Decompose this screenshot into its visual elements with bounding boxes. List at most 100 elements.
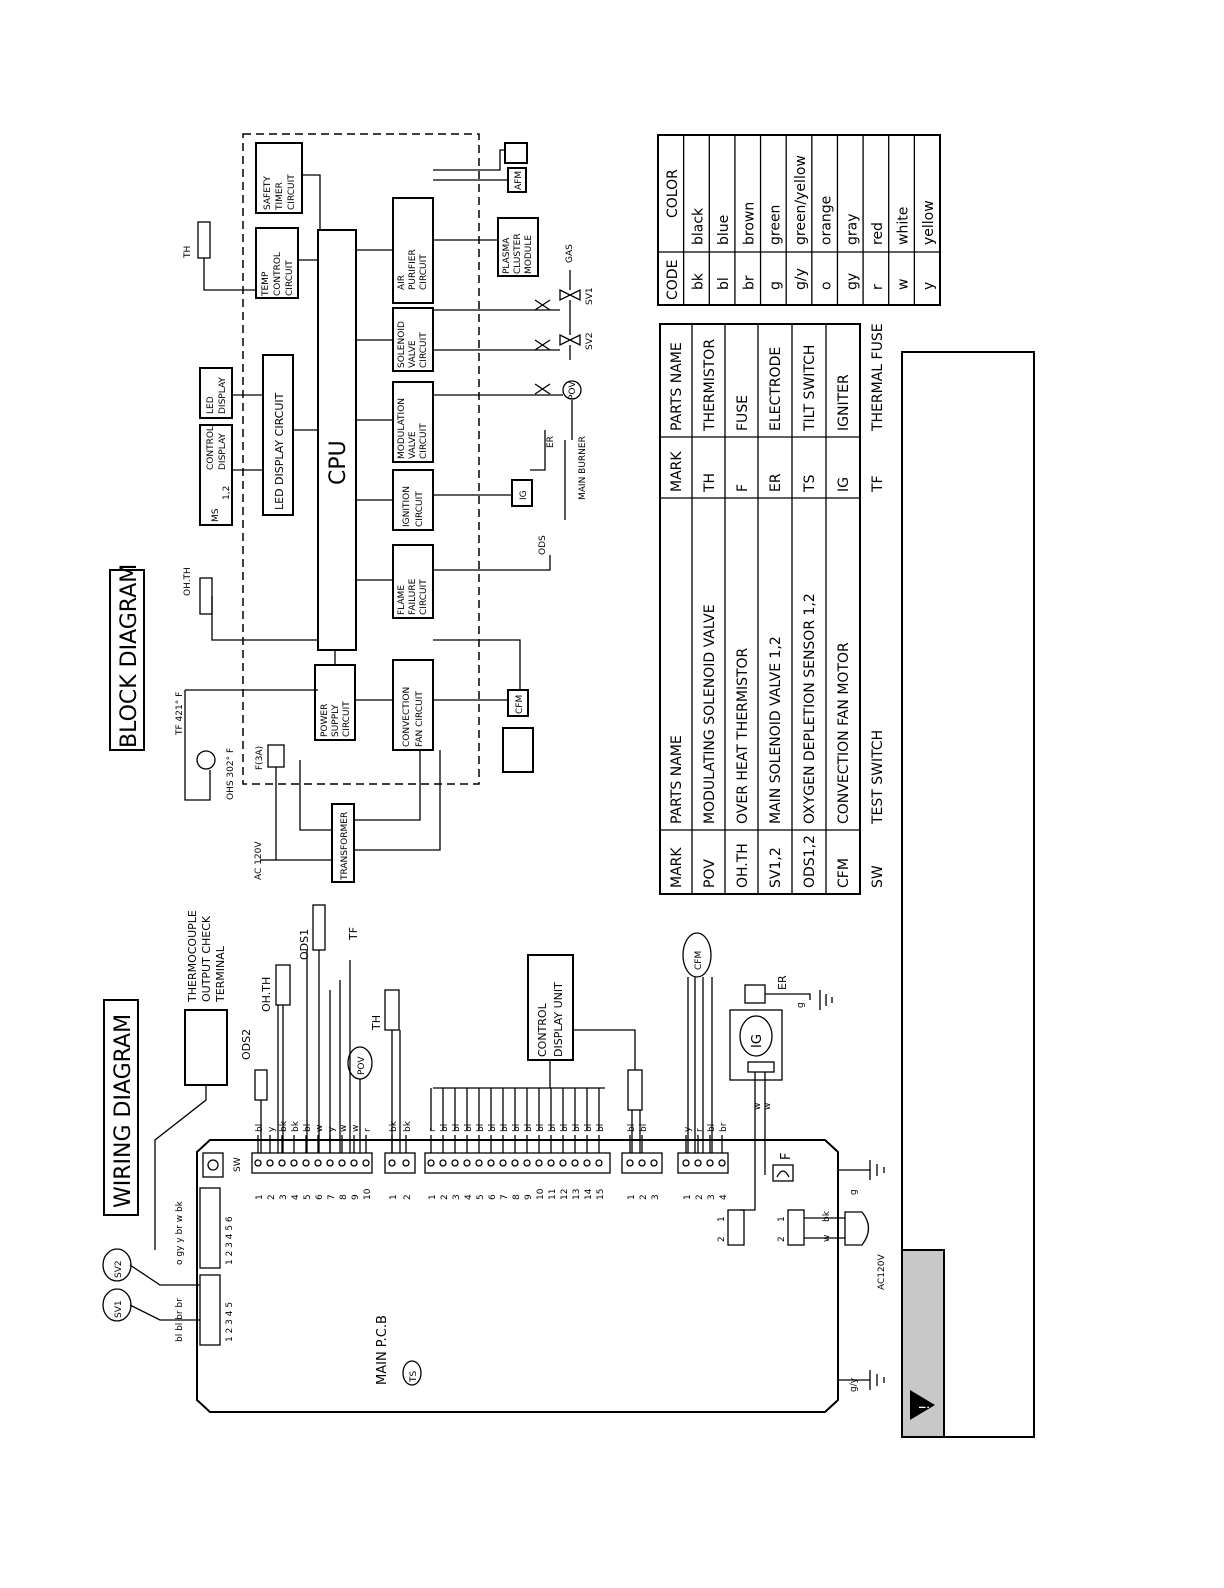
conn-e-wire-4: br	[719, 1122, 729, 1132]
ground-bottom-icon	[838, 1370, 885, 1390]
ignition-block	[392, 469, 434, 531]
parts-cell-2-3: ELECTRODE	[768, 347, 784, 431]
conn-c-pin-9: 9	[524, 1194, 534, 1200]
power-supply-block	[314, 664, 356, 741]
warning-exclamation: !	[918, 1405, 933, 1410]
control-display-label-1: CONTROL	[206, 426, 216, 470]
control-display-block	[199, 424, 233, 526]
parts-cell-5-3: THERMAL FUSE	[870, 323, 886, 432]
cdu-to-d-wire	[573, 1029, 636, 1070]
ods2-label: ODS2	[240, 1029, 253, 1060]
ig-wiring-symbol	[739, 1015, 773, 1057]
flame-failure-block	[392, 544, 434, 619]
parts-cell-0-2: TH	[702, 473, 718, 493]
connector-mid-pins: 1 2 3 4 5 6	[225, 1216, 235, 1265]
conn-c-pin-1: 1	[428, 1194, 438, 1200]
conn-d-pin-dot	[650, 1159, 658, 1167]
conn-c-pin-15: 15	[596, 1189, 606, 1200]
conn-c-wire-1: r	[428, 1128, 438, 1132]
valve-mark-2	[534, 339, 551, 351]
conn-e-pin-2: 2	[695, 1194, 705, 1200]
flame-label-3: CIRCUIT	[419, 579, 429, 615]
conn-c-pin-dot	[439, 1159, 447, 1167]
connector-bottom-left	[727, 1209, 745, 1246]
mod-label-3: CIRCUIT	[419, 423, 429, 459]
parts-cell-2-0: SV1,2	[768, 847, 784, 888]
conn-a-wire-6: w	[315, 1125, 325, 1132]
conn-c-pin-6: 6	[488, 1194, 498, 1200]
cfm-wires	[687, 977, 713, 1153]
gy-label: g/y	[849, 1377, 859, 1392]
conn-c-pin-dot	[535, 1159, 543, 1167]
ods1-label: ODS1	[298, 929, 311, 960]
conn-c-pin-13: 13	[572, 1189, 582, 1200]
conn-b-wire-1: bk	[389, 1120, 399, 1132]
conn-e-wire-2: r	[695, 1128, 705, 1132]
conn-c-wire-2: bl	[440, 1124, 450, 1132]
conn-e-pin-1: 1	[683, 1194, 693, 1200]
parts-header-1: PARTS NAME	[669, 735, 685, 824]
color-code-8: w	[896, 279, 912, 290]
conn-b-pin-dot	[388, 1159, 396, 1167]
ohth-symbol	[199, 577, 213, 615]
ig-wire-2: w	[763, 1103, 773, 1110]
conn-a-pin-dot	[350, 1159, 358, 1167]
convection-fan-block	[392, 659, 434, 751]
conn-b-pin-2: 2	[403, 1194, 413, 1200]
main-pcb-label: MAIN P.C.B	[375, 1315, 390, 1385]
th-symbol	[197, 221, 211, 259]
parts-cell-1-0: OH.TH	[735, 843, 751, 888]
conn-c-wire-3: bl	[452, 1124, 462, 1132]
sv1-label: SV1	[114, 1300, 124, 1318]
mod-label-2: VALVE	[408, 431, 418, 459]
conn-c-pin-2: 2	[440, 1194, 450, 1200]
conn-a-pin-dot	[314, 1159, 322, 1167]
power-label-2: SUPPLY	[331, 704, 341, 737]
block-wiring	[184, 149, 573, 861]
conn-c-pin-5: 5	[476, 1194, 486, 1200]
conn-a-pin-dot	[290, 1159, 298, 1167]
temp-label-2: CONTROL	[273, 252, 283, 296]
flame-label-1: FLAME	[397, 585, 407, 615]
transformer-label: TRANSFORMER	[340, 812, 350, 881]
controller-enclosure	[242, 133, 480, 785]
conn-a-pin-8: 8	[339, 1194, 349, 1200]
conn-e-pin-dot	[706, 1159, 714, 1167]
parts-cell-2-2: ER	[768, 473, 784, 492]
conn-c-pin-3: 3	[452, 1194, 462, 1200]
color-code-3: g	[767, 281, 783, 290]
parts-cell-3-1: OXYGEN DEPLETION SENSOR 1,2	[802, 593, 818, 824]
cdu-drops	[430, 1088, 600, 1130]
parts-cell-1-3: FUSE	[735, 395, 751, 431]
block-diagram-title: BLOCK DIAGRAM	[117, 564, 142, 748]
cfm-fan-symbol	[502, 727, 534, 773]
conn-a-pin-10: 10	[363, 1188, 373, 1200]
color-name-7: red	[870, 222, 886, 245]
pov-symbol	[562, 380, 582, 400]
ig-terminal	[747, 1061, 775, 1073]
connector-left	[199, 1274, 221, 1346]
thermocouple-terminal-box	[184, 1009, 228, 1086]
br-pin-1: 1	[777, 1216, 787, 1222]
gas-label: GAS	[565, 244, 575, 263]
power-label-3: CIRCUIT	[342, 701, 352, 737]
sw-label: SW	[233, 1157, 243, 1172]
conn-a-wire-8: w	[339, 1125, 349, 1132]
conn-a-pin-3: 3	[279, 1194, 289, 1200]
ac-plug-icon	[844, 1211, 870, 1246]
parts-cell-0-1: MODULATING SOLENOID VALVE	[702, 604, 718, 824]
conn-a-wire-9: w	[351, 1125, 361, 1132]
connector-mid-wires: o gy y br w bk	[175, 1200, 185, 1265]
conv-label-1: CONVECTION	[402, 687, 412, 747]
color-name-3: green	[767, 205, 783, 245]
parts-cell-2-1: MAIN SOLENOID VALVE 1,2	[768, 636, 784, 824]
conn-d-wire-2: bl	[639, 1124, 649, 1132]
valve-mark-3	[534, 383, 551, 395]
conn-c-wire-7: bl	[500, 1124, 510, 1132]
parts-cell-4-0: CFM	[836, 858, 852, 888]
connector-d	[621, 1152, 663, 1174]
conn-c-wire-12: bl	[560, 1124, 570, 1132]
temp-control-block	[255, 227, 299, 299]
connector-left-wires: bl bl br br	[175, 1298, 185, 1342]
